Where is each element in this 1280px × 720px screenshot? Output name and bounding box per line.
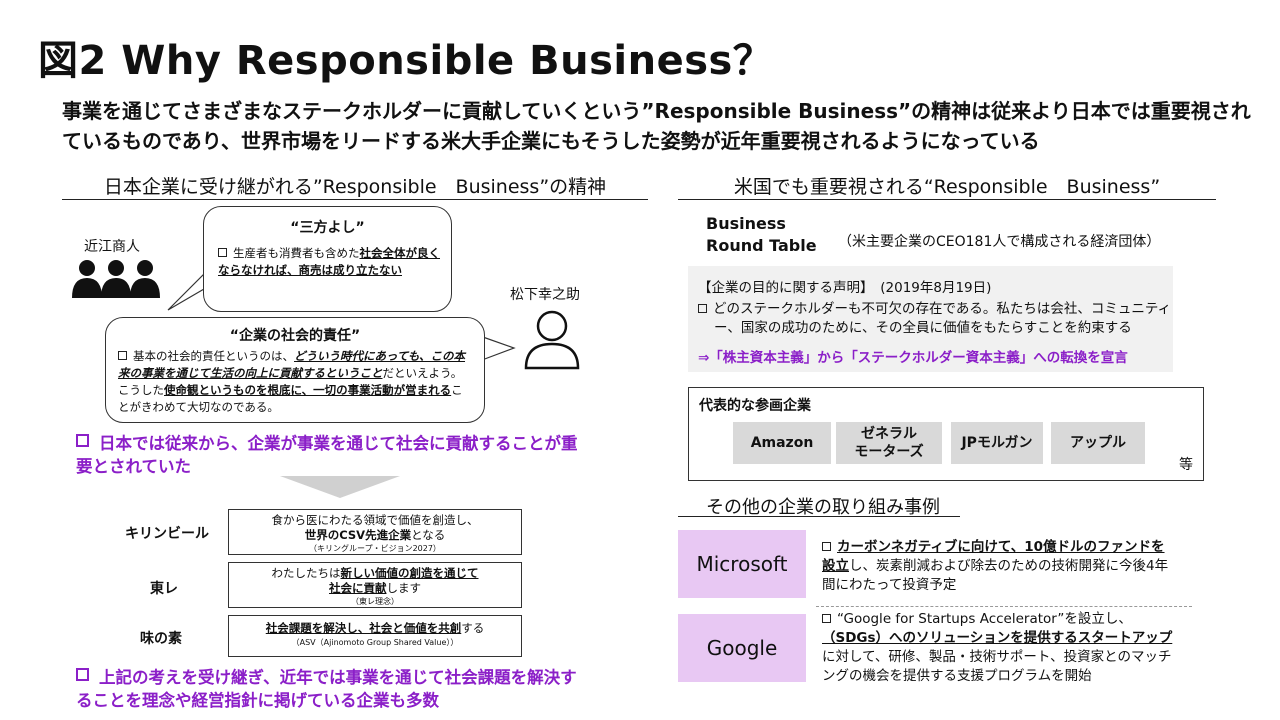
bubble2-title: “企業の社会的責任”: [229, 328, 361, 344]
company-ajinomoto: 味の素: [140, 631, 182, 647]
bubble1-text-b: 社会全体が良くならなければ、商売は成り立たない: [218, 246, 440, 277]
statement-text: どのステークホルダーも不可欠の存在である。私たちは会社、コミュニティー、国家の成…: [713, 301, 1172, 336]
bullet-square-icon: [698, 303, 707, 313]
brt-name: Business Round Table: [706, 213, 817, 257]
kirin-line2-bold: 世界のCSV先進企業: [304, 528, 412, 542]
bullet-square-purple-icon: [76, 434, 89, 447]
people-group-icon: [72, 260, 160, 298]
person-outline-icon: [524, 310, 580, 370]
bubble2-text-b: どういう時代にあっても、この本来の事業を通じて生活の向上に貢献するということ: [118, 349, 466, 380]
point2: 上記の考えを受け継ぎ、近年では事業を通じて社会課題を解決することを理念や経営指針…: [76, 666, 586, 712]
point1-text: 日本では従来から、企業が事業を通じて社会に貢献することが重要とされていた: [76, 434, 578, 476]
company-kirin: キリンビール: [125, 526, 209, 542]
example-divider: [816, 606, 1192, 607]
microsoft-highlight: カーボンネガティブに向けて、10億ドルのファンドを設立: [822, 539, 1165, 574]
google-text: “Google for Startups Accelerator”を設立し、 （S…: [822, 610, 1180, 686]
company-toray: 東レ: [150, 581, 178, 597]
ajinomoto-line1-bold: 社会課題を解決し、社会と価値を共創: [265, 621, 462, 635]
left-heading: 日本企業に受け継がれる”Responsible Business”の精神: [103, 176, 607, 198]
microsoft-text: カーボンネガティブに向けて、10億ドルのファンドを設立し、炭素削減および除去のた…: [822, 538, 1172, 595]
down-arrow-icon: [280, 476, 400, 498]
bullet-square-icon: [822, 613, 831, 623]
others-heading-rule: [678, 516, 960, 517]
right-heading: 米国でも重要視される“Responsible Business”: [733, 176, 1161, 198]
google-highlight: （SDGs）へのソリューションを提供するスタートアップ: [822, 630, 1173, 646]
brt-name-line2: Round Table: [706, 236, 817, 255]
csr-bubble: “企業の社会的責任” 基本の社会的責任というのは、どういう時代にあっても、この本…: [105, 317, 485, 423]
ajinomoto-source: （ASV（Ajinomoto Group Shared Value））: [291, 638, 459, 647]
sanpo-yoshi-bubble: “三方よし” 生産者も消費者も含めた社会全体が良くならなければ、商売は成り立たな…: [203, 206, 452, 312]
google-pre: “Google for Startups Accelerator”を設立し、: [837, 611, 1132, 627]
toray-line1-a: わたしたちは: [271, 566, 341, 580]
statement-box: 【企業の目的に関する声明】 (2019年8月19日) どのステークホルダーも不可…: [688, 266, 1173, 372]
google-rest: に対して、研修、製品・技術サポート、投資家とのマッチングの機会を提供する支援プロ…: [822, 649, 1172, 684]
statement-conclusion: ⇒「株主資本主義」から「ステークホルダー資本主義」への転換を宣言: [698, 350, 1128, 366]
participant-jpmorgan: JPモルガン: [951, 422, 1043, 464]
participant-gm: ゼネラル モーターズ: [836, 422, 942, 464]
bullet-square-icon: [118, 351, 127, 360]
brt-desc: （米主要企業のCEO181人で構成される経済団体）: [838, 234, 1161, 250]
page-title: 図2 Why Responsible Business？: [38, 38, 774, 84]
microsoft-rest: し、炭素削減および除去のための技術開発に今後4年間にわたって投資予定: [822, 558, 1169, 593]
toray-quote: わたしたちは新しい価値の創造を通じて 社会に貢献します （東レ理念）: [228, 562, 522, 608]
bubble2-text-e: ことがきわめて大切なのである。: [118, 383, 463, 414]
bubble2-text-c: だといえよう。こうした: [118, 366, 463, 397]
brt-name-line1: Business: [706, 214, 786, 233]
bubble1-title: “三方よし”: [290, 220, 365, 236]
example-google: Google: [678, 614, 806, 682]
bullet-square-purple-icon: [76, 668, 89, 681]
participants-etc: 等: [1179, 457, 1193, 473]
matsushita-label: 松下幸之助: [510, 287, 580, 303]
left-heading-rule: [62, 199, 648, 200]
example-microsoft: Microsoft: [678, 530, 806, 598]
participants-title: 代表的な参画企業: [699, 398, 811, 414]
ajinomoto-quote: 社会課題を解決し、社会と価値を共創する （ASV（Ajinomoto Group…: [228, 615, 522, 657]
right-heading-rule: [678, 199, 1216, 200]
others-heading: その他の企業の取り組み事例: [706, 497, 940, 518]
bullet-square-icon: [218, 248, 227, 257]
toray-line1-b: 新しい価値の創造を通じて: [340, 566, 479, 580]
participant-amazon: Amazon: [733, 422, 831, 464]
statement-title: 【企業の目的に関する声明】 (2019年8月19日): [698, 280, 992, 296]
point1: 日本では従来から、企業が事業を通じて社会に貢献することが重要とされていた: [76, 432, 586, 478]
kirin-source: （キリングループ・ビジョン2027）: [309, 544, 441, 553]
bullet-square-icon: [822, 541, 831, 551]
kirin-line1: 食から医にわたる領域で価値を創造し、: [271, 513, 479, 527]
point2-text: 上記の考えを受け継ぎ、近年では事業を通じて社会課題を解決することを理念や経営指針…: [76, 668, 577, 710]
participants-box: 代表的な参画企業 Amazon ゼネラル モーターズ JPモルガン アップル 等: [688, 387, 1204, 481]
kirin-line2-rest: となる: [411, 528, 446, 542]
kirin-quote: 食から医にわたる領域で価値を創造し、 世界のCSV先進企業となる （キリングルー…: [228, 509, 522, 555]
toray-source: （東レ理念）: [351, 597, 399, 606]
bubble2-text-a: 基本の社会的責任というのは、: [133, 349, 294, 363]
lead-text: 事業を通じてさまざまなステークホルダーに貢献していくという”Responsibl…: [62, 99, 1251, 153]
toray-line2-rest: します: [386, 581, 422, 595]
toray-line2-bold: 社会に貢献: [329, 581, 387, 595]
participant-apple: アップル: [1051, 422, 1145, 464]
ajinomoto-line1-rest: する: [461, 621, 485, 635]
bubble1-text-a: 生産者も消費者も含めた: [233, 246, 360, 260]
bubble2-text-d: 使命観というものを根底に、一切の事業活動が営まれる: [164, 383, 452, 397]
ohmi-label: 近江商人: [84, 239, 140, 255]
bubble2-tail: [479, 335, 516, 361]
